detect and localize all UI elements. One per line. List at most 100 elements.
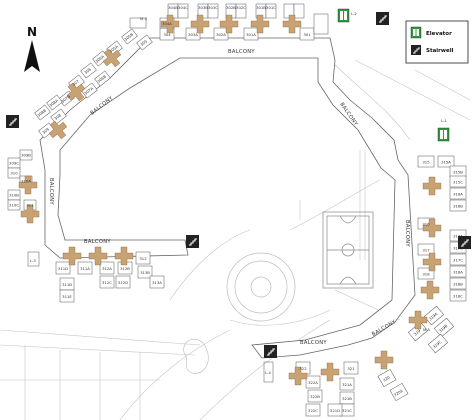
elevator-right: L-1 [437, 118, 450, 142]
room-label: 302B [226, 5, 236, 10]
room-label: 317C [453, 258, 463, 263]
room-label: 311E [62, 294, 72, 299]
stair-core-icon [190, 14, 210, 34]
room-block [149, 275, 165, 289]
room-label: 301C [266, 5, 276, 10]
room-label: 312D [118, 280, 128, 285]
room-block [433, 317, 455, 338]
stair-core-icon [88, 246, 108, 266]
room-label: 312 [139, 256, 147, 261]
room-block [129, 17, 147, 29]
room-block [417, 155, 435, 168]
room-label: 310B [9, 193, 19, 198]
room-label: 304B [168, 5, 178, 10]
stair-core-icon [408, 310, 428, 330]
room-label: 313B [140, 270, 150, 275]
room-label: 312C [102, 280, 112, 285]
room-label: 309 [41, 126, 50, 135]
room-block [389, 382, 409, 402]
room-block [80, 62, 97, 79]
room-label: 319C [432, 339, 443, 349]
legend-stairwell-label: Stairwell [426, 48, 454, 54]
stairwell-icon [6, 115, 19, 128]
compass-letter: N [27, 25, 37, 39]
balcony-label-southwest: BALCONY [84, 239, 111, 245]
stair-core-icon [422, 176, 442, 196]
room-block [19, 149, 33, 161]
room-label: 315B [453, 170, 463, 175]
pond [183, 338, 209, 374]
room-label: 307A [83, 86, 94, 96]
elevator-left: L-3 [27, 251, 40, 267]
room-block [7, 167, 21, 179]
stair-core-icon [160, 14, 180, 34]
room-block [423, 305, 445, 326]
elevator-bottom: L-4 [263, 361, 274, 383]
room-label: 316 [422, 222, 430, 227]
room-block [313, 13, 329, 35]
stair-core-icon [282, 14, 302, 34]
room-block [59, 289, 75, 303]
room-block [135, 251, 151, 265]
room-label: 309C [9, 161, 19, 166]
room-label: 302C [236, 5, 246, 10]
room-block [115, 275, 131, 289]
room-label: 307B [60, 94, 71, 104]
room-label: 306 [83, 66, 92, 75]
room-block [235, 3, 247, 19]
elevator-icon [437, 127, 450, 142]
stairwell-icon [264, 345, 277, 358]
stairwell-icon [186, 235, 199, 248]
m3-label: M-3 [140, 16, 148, 21]
room-label: 308 [53, 112, 62, 121]
north-compass: N [24, 25, 40, 72]
stairwell-legend-icon [411, 45, 421, 55]
elevator-label-bottom: L-4 [265, 370, 271, 375]
room-block [417, 243, 435, 256]
room-block [305, 403, 321, 417]
room-label: 319 [413, 328, 422, 337]
room-block [305, 375, 321, 389]
stair-cores [18, 14, 442, 386]
room-block [417, 267, 435, 280]
stairwell-icon [458, 236, 471, 249]
elevator-top: L-2 [337, 8, 357, 23]
stair-core-icon [114, 246, 134, 266]
site-ground-lines [0, 59, 471, 420]
room-block [50, 108, 67, 125]
stair-core-icon [18, 175, 38, 195]
room-block [339, 377, 355, 391]
room-block [207, 3, 219, 19]
room-label: 301A [246, 32, 256, 37]
room-block [293, 3, 305, 19]
stair-core-icon [320, 362, 340, 382]
room-label: 318C [453, 294, 463, 299]
room-block [99, 261, 115, 275]
room-label: 303C [208, 5, 218, 10]
room-block [343, 361, 359, 375]
room-label: 313A [152, 280, 162, 285]
room-label: 315C [453, 180, 463, 185]
plaza-circle [226, 252, 296, 322]
room-label: 312B [120, 266, 130, 271]
room-block [437, 155, 455, 168]
elevator-legend-icon [410, 26, 422, 39]
room-block [265, 3, 277, 19]
elevator-label-left: L-3 [30, 258, 36, 263]
room-label: 322 [299, 366, 307, 371]
room-label: 308A [48, 98, 59, 108]
balcony-label-south: BALCONY [300, 340, 327, 346]
room-label: 318B [453, 282, 463, 287]
stair-core-icon [288, 366, 308, 386]
room-block [449, 187, 467, 200]
room-label: 322C [308, 408, 318, 413]
room-label: 316A [453, 192, 463, 197]
stair-core-icon [48, 120, 68, 140]
room-label: 321C [342, 408, 352, 413]
room-label: 307 [71, 78, 80, 87]
room-label: 303A [188, 32, 198, 37]
stair-core-icon [250, 14, 270, 34]
room-label: 311B [62, 282, 72, 287]
